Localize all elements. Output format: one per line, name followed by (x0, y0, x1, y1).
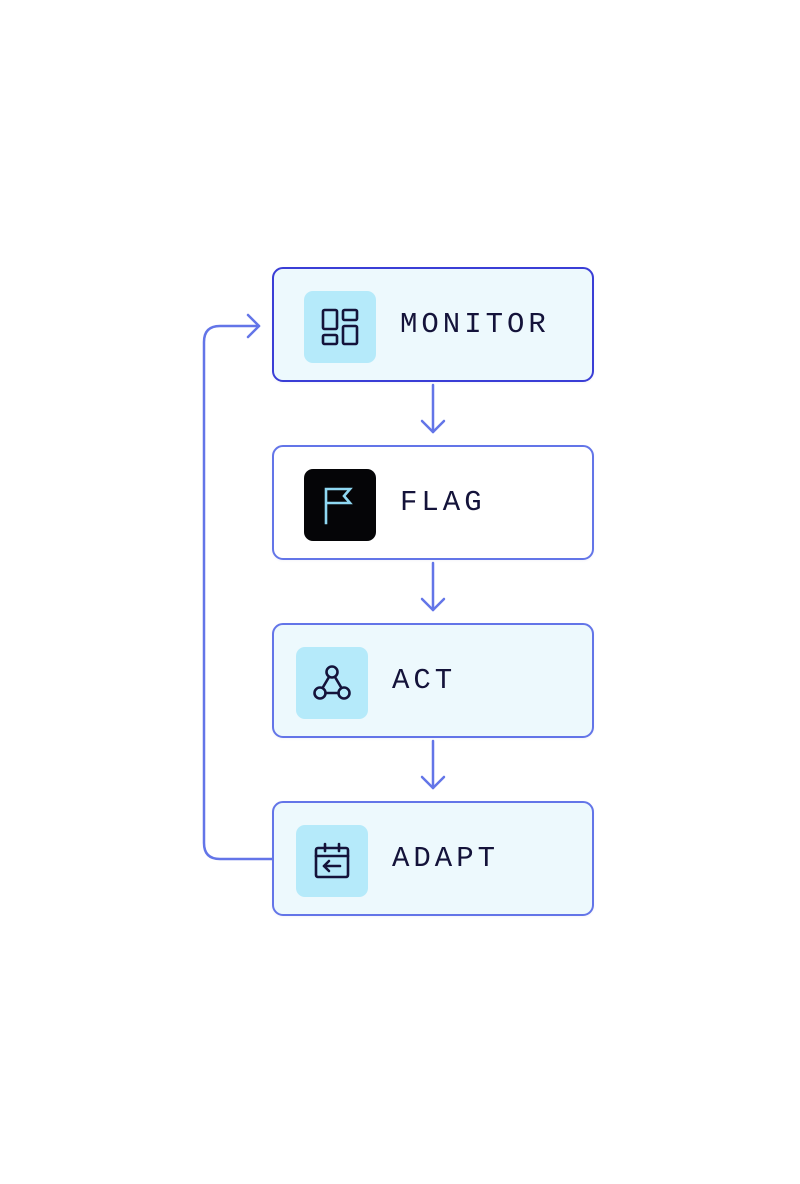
step-card-adapt: ADAPT (272, 801, 594, 916)
calendar-arrow-left-icon (314, 842, 350, 879)
step-card-monitor: MONITOR (272, 267, 594, 382)
icon-tile-flag (304, 469, 376, 541)
icon-tile-act (296, 647, 368, 719)
flag-icon (324, 487, 353, 525)
icon-tile-monitor (304, 291, 376, 363)
loop-back-arrow-adapt-to-monitor (202, 313, 274, 861)
arrow-monitor-to-flag (420, 383, 446, 434)
step-label-monitor: MONITOR (400, 308, 550, 341)
step-label-act: ACT (392, 664, 457, 697)
dashboard-grid-icon (321, 308, 359, 346)
step-label-adapt: ADAPT (392, 842, 500, 875)
arrow-act-to-adapt (420, 739, 446, 790)
webhook-icon (313, 665, 351, 700)
step-card-flag: FLAG (272, 445, 594, 560)
step-label-flag: FLAG (400, 486, 486, 519)
arrow-flag-to-act (420, 561, 446, 612)
icon-tile-adapt (296, 825, 368, 897)
step-card-act: ACT (272, 623, 594, 738)
